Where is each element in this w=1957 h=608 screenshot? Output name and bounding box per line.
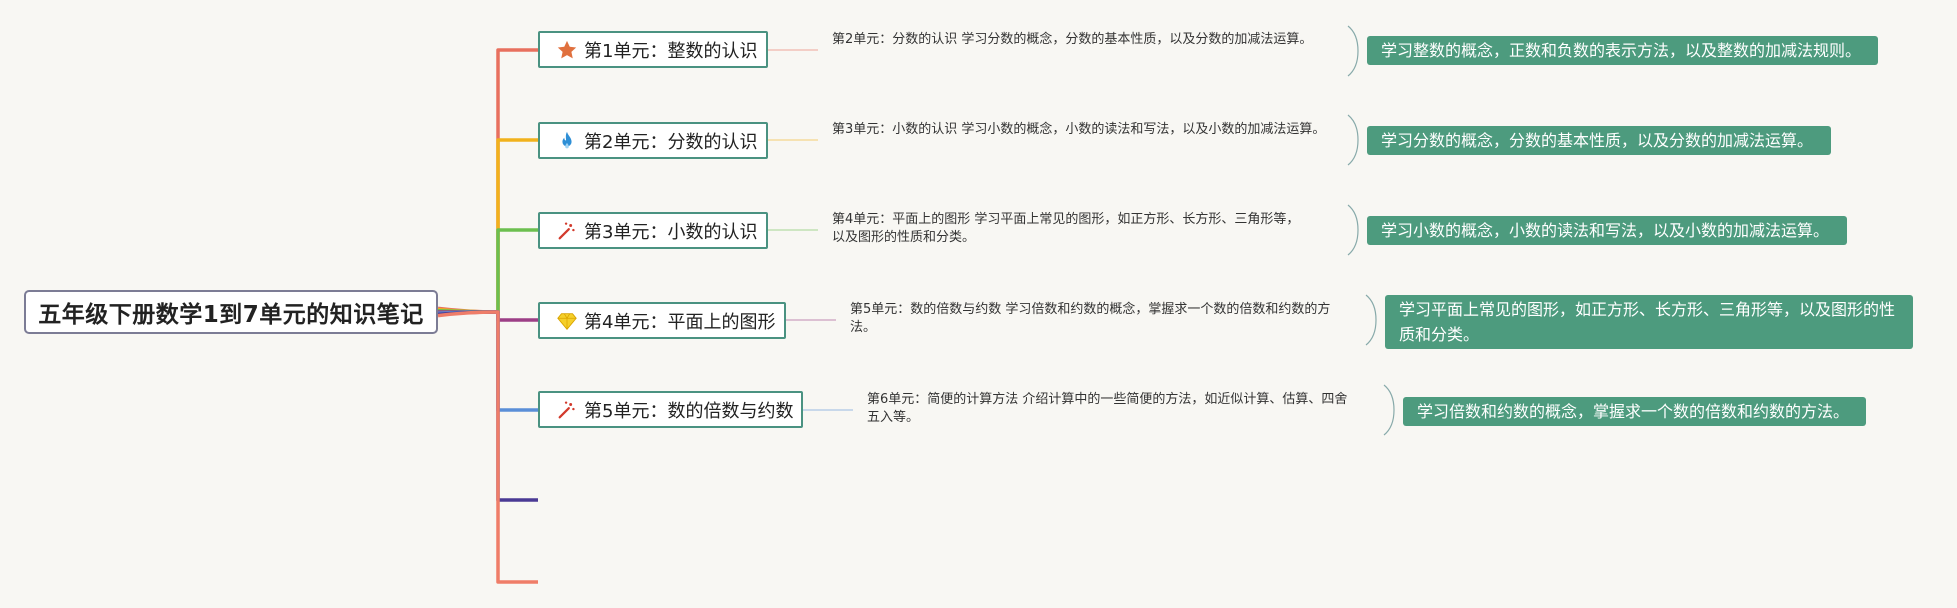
unit-note-1: 第2单元：分数的认识 学习分数的概念，分数的基本性质，以及分数的加减法运算。: [832, 32, 1313, 47]
star-icon: [556, 39, 578, 61]
sparkle-icon: [556, 399, 578, 421]
unit-label-5: 第5单元：数的倍数与约数: [584, 400, 794, 422]
unit-topic-4[interactable]: 第4单元：平面上的图形: [538, 302, 786, 339]
sparkle-icon: [556, 220, 578, 242]
unit-summary-4: 学习平面上常见的图形，如正方形、长方形、三角形等，以及图形的性质和分类。: [1385, 295, 1913, 349]
branch-line-1: [437, 48, 538, 314]
branch-line-3: [437, 228, 538, 314]
unit-note-3: 第4单元：平面上的图形 学习平面上常见的图形，如正方形、长方形、三角形等，以及图…: [832, 212, 1300, 245]
summary-brace-3: [1347, 204, 1359, 256]
unit-topic-1[interactable]: 第1单元：整数的认识: [538, 31, 768, 68]
root-topic[interactable]: 五年级下册数学1到7单元的知识笔记: [24, 290, 438, 334]
unit-label-2: 第2单元：分数的认识: [584, 131, 758, 153]
summary-brace-5: [1383, 384, 1395, 436]
unit-summary-3: 学习小数的概念，小数的读法和写法，以及小数的加减法运算。: [1367, 216, 1847, 245]
unit-note-5: 第6单元：简便的计算方法 介绍计算中的一些简便的方法，如近似计算、估算、四舍五入…: [867, 392, 1348, 425]
diamond-icon: [556, 310, 578, 332]
root-title: 五年级下册数学1到7单元的知识笔记: [38, 302, 424, 328]
unit-note-2: 第3单元：小数的认识 学习小数的概念，小数的读法和写法，以及小数的加减法运算。: [832, 122, 1326, 137]
unit-summary-1: 学习整数的概念，正数和负数的表示方法，以及整数的加减法规则。: [1367, 36, 1878, 65]
branch-line-6: [437, 310, 538, 502]
unit-label-1: 第1单元：整数的认识: [584, 40, 758, 62]
summary-brace-1: [1347, 25, 1359, 77]
unit-summary-5: 学习倍数和约数的概念，掌握求一个数的倍数和约数的方法。: [1403, 397, 1866, 426]
summary-brace-4: [1365, 294, 1377, 346]
unit-topic-5[interactable]: 第5单元：数的倍数与约数: [538, 391, 803, 428]
unit-label-3: 第3单元：小数的认识: [584, 221, 758, 243]
unit-topic-3[interactable]: 第3单元：小数的认识: [538, 212, 768, 249]
unit-label-4: 第4单元：平面上的图形: [584, 311, 776, 333]
fire-icon: [556, 130, 578, 152]
summary-brace-2: [1347, 114, 1359, 166]
unit-topic-2[interactable]: 第2单元：分数的认识: [538, 122, 768, 159]
unit-note-4: 第5单元：数的倍数与约数 学习倍数和约数的概念，掌握求一个数的倍数和约数的方法。: [850, 302, 1331, 335]
unit-summary-2: 学习分数的概念，分数的基本性质，以及分数的加减法运算。: [1367, 126, 1831, 155]
branch-line-7: [437, 310, 538, 584]
branch-line-5: [437, 310, 538, 412]
branch-line-2: [437, 138, 538, 314]
